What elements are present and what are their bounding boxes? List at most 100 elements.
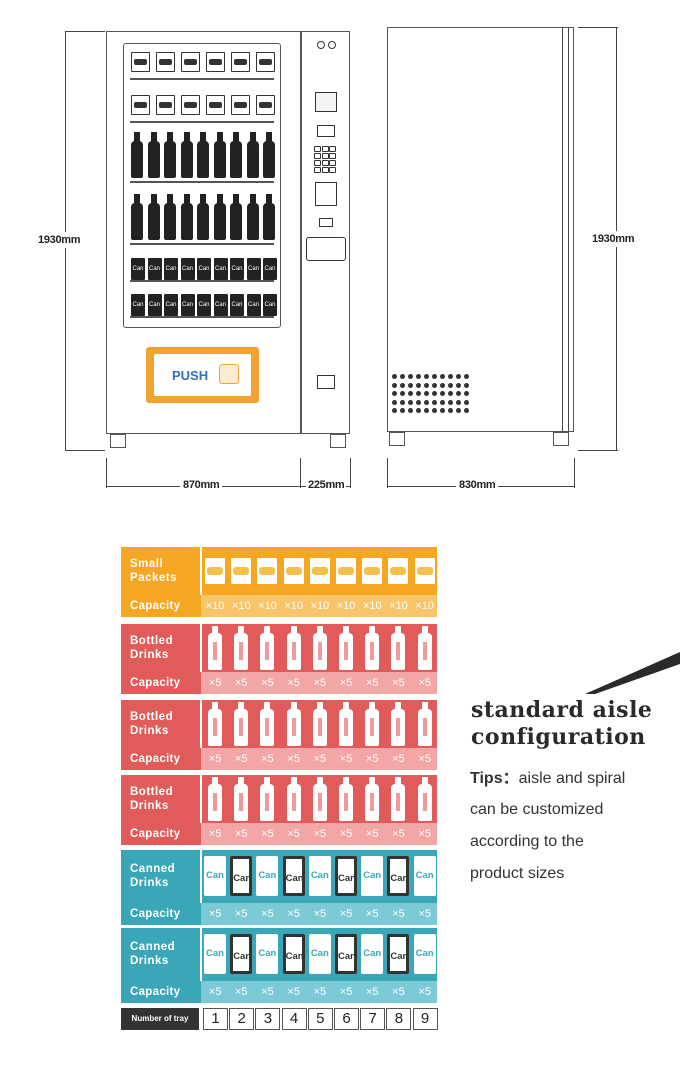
capacity-label: Capacity	[130, 753, 181, 765]
window-packet	[181, 95, 200, 115]
vent-hole	[424, 391, 429, 396]
capacity-value: ×10	[336, 600, 356, 612]
capacity-band: Capacity×5×5×5×5×5×5×5×5×5	[121, 823, 437, 845]
bottle-cap	[290, 702, 297, 710]
capacity-label: Capacity	[130, 986, 181, 998]
table-can: Can	[282, 934, 305, 974]
front-width-label: 870mm	[180, 479, 223, 491]
capacity-label-bg	[121, 981, 201, 1003]
bottle-cap	[212, 702, 218, 710]
bottle-cap	[369, 626, 376, 634]
vent-hole	[440, 408, 445, 413]
vent-hole	[456, 399, 461, 405]
capacity-label-bg	[121, 672, 201, 694]
bottle-cap	[343, 626, 349, 634]
bottle-cap	[316, 702, 323, 710]
tips-line3: according to the	[470, 833, 584, 850]
window-shelf	[130, 280, 274, 282]
bottle-body	[147, 141, 160, 178]
vent-hole	[424, 382, 429, 388]
window-can: Can	[213, 294, 228, 316]
capacity-band: Capacity×5×5×5×5×5×5×5×5×5	[121, 903, 437, 925]
band-divider	[200, 624, 202, 672]
capacity-value: ×10	[415, 600, 435, 612]
keypad-key	[314, 153, 321, 159]
capacity-value: ×5	[235, 986, 248, 998]
window-bottle	[131, 194, 143, 240]
keypad-key	[314, 167, 321, 173]
table-bottle	[234, 777, 249, 821]
vent-hole	[416, 374, 421, 379]
table-packet	[257, 558, 278, 584]
keypad-key	[321, 146, 329, 152]
bottle-label	[213, 642, 217, 660]
bottle-label	[239, 718, 244, 736]
table-bottle	[312, 777, 327, 821]
band-divider	[200, 928, 202, 981]
vent-hole	[392, 408, 397, 413]
window-bottle	[197, 194, 209, 240]
bottle-label	[291, 642, 296, 660]
window-can: Can	[131, 294, 145, 316]
bottle-body	[131, 141, 143, 178]
bottle-neck	[266, 194, 272, 204]
side-width-tick-left	[387, 458, 388, 488]
vent-hole	[440, 382, 445, 388]
bottle-label	[422, 718, 427, 736]
window-bottle	[164, 132, 176, 178]
bottle-neck	[200, 194, 206, 204]
push-icon	[219, 364, 239, 384]
window-bottle	[246, 132, 259, 178]
bottle-neck	[266, 132, 272, 142]
bottle-label	[396, 642, 401, 660]
capacity-label-bg	[121, 823, 201, 845]
vent-hole	[448, 391, 453, 396]
bottle-neck	[249, 132, 256, 142]
bottle-label	[239, 793, 244, 811]
bottle-body	[246, 141, 259, 178]
capacity-label: Capacity	[130, 600, 181, 612]
bottle-label	[213, 793, 217, 811]
window-bottle	[197, 132, 209, 178]
table-packet	[362, 558, 383, 584]
capacity-value: ×5	[208, 986, 222, 998]
window-packet	[206, 95, 225, 115]
capacity-value: ×5	[418, 828, 431, 840]
tray-number: 5	[307, 1008, 333, 1030]
vent-hole	[448, 399, 453, 405]
vent-hole	[448, 382, 453, 388]
packet-logo	[364, 567, 381, 575]
tips-text-1: aisle and spiral	[518, 770, 626, 787]
table-can: Can	[387, 934, 410, 974]
window-shelf	[130, 181, 274, 183]
depth-extra-label: 225mm	[306, 479, 347, 491]
packet-logo	[285, 567, 302, 575]
bottle-body	[147, 203, 160, 240]
band-divider	[200, 775, 202, 823]
window-packet	[131, 95, 150, 115]
capacity-value: ×5	[287, 986, 300, 998]
window-can: Can	[147, 294, 162, 316]
window-bottle	[230, 132, 242, 178]
capacity-value: ×5	[418, 986, 431, 998]
vent-hole	[416, 391, 421, 396]
bottle-cap	[238, 626, 245, 634]
capacity-value: ×5	[392, 908, 405, 920]
table-can: Can	[308, 856, 331, 896]
bottle-body	[230, 141, 242, 178]
tray-number: 8	[386, 1008, 412, 1030]
side-leg-left	[389, 432, 405, 446]
window-packet	[256, 95, 275, 115]
capacity-value: ×5	[287, 753, 300, 765]
window-can: Can	[164, 294, 178, 316]
front-height-tick-top	[65, 31, 105, 32]
capacity-value: ×5	[339, 753, 353, 765]
band-divider	[200, 547, 202, 595]
table-bottle	[339, 702, 353, 746]
door-divider	[300, 31, 302, 434]
bottle-cap	[369, 777, 376, 785]
table-can: Can	[335, 856, 357, 896]
window-packet	[131, 52, 150, 72]
capacity-value: ×5	[366, 677, 379, 689]
